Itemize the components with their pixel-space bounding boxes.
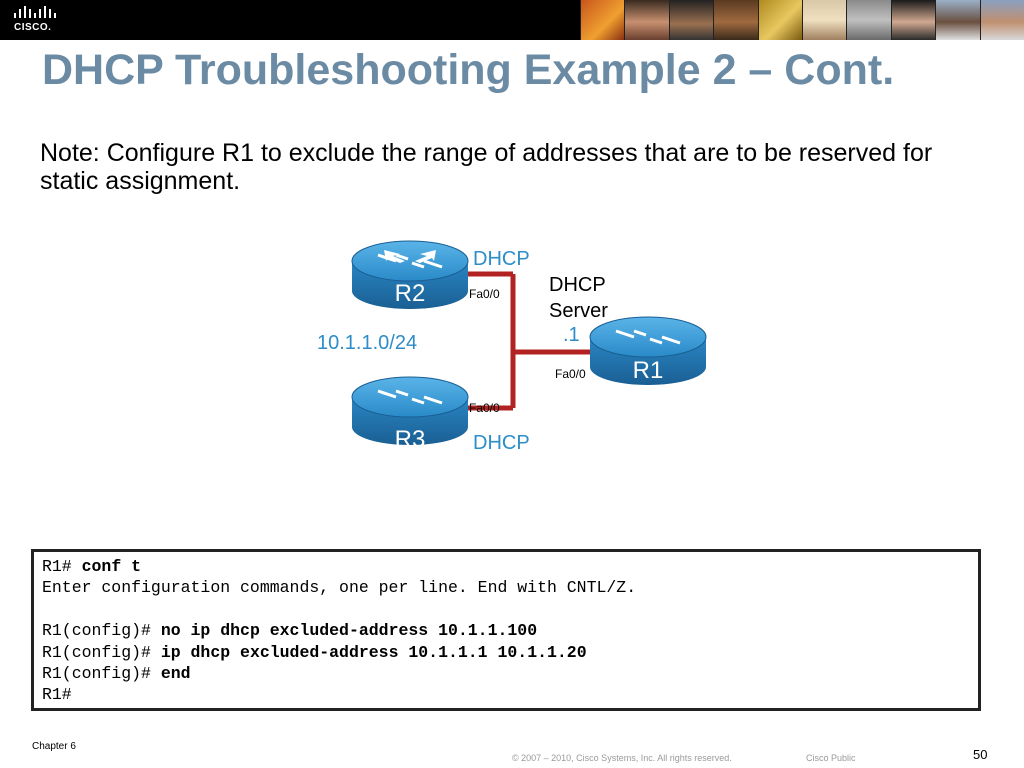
r3-interface-label: Fa0/0 xyxy=(469,401,500,415)
router-r2-icon[interactable] xyxy=(351,240,469,309)
photo-strip xyxy=(580,0,1024,40)
photo-image xyxy=(935,0,980,40)
r2-interface-label: Fa0/0 xyxy=(469,287,500,301)
photo-image xyxy=(802,0,847,40)
photo-image xyxy=(624,0,669,40)
page-number: 50 xyxy=(973,747,988,762)
cli-output-box: R1# conf t Enter configuration commands,… xyxy=(31,549,981,711)
code-line: R1(config)# end xyxy=(42,663,191,683)
r1-ip-label: .1 xyxy=(563,324,580,346)
r3-label: R3 xyxy=(395,426,426,453)
network-diagram: R2 DHCP Fa0/0 10.1.1.0/24 R3 Fa0/0 DHCP … xyxy=(317,240,707,454)
code-line: Enter configuration commands, one per li… xyxy=(42,578,637,598)
footer-copyright: © 2007 – 2010, Cisco Systems, Inc. All r… xyxy=(512,753,732,763)
code-line: R1# xyxy=(42,685,72,705)
note-text: Note: Configure R1 to exclude the range … xyxy=(40,139,933,195)
r2-label: R2 xyxy=(395,280,426,307)
r3-dhcp-label: DHCP xyxy=(473,432,530,454)
network-label: 10.1.1.0/24 xyxy=(317,332,417,354)
r2-dhcp-label: DHCP xyxy=(473,248,530,270)
photo-image xyxy=(846,0,891,40)
code-line xyxy=(42,599,978,620)
footer-classification: Cisco Public xyxy=(806,753,856,763)
slide-title: DHCP Troubleshooting Example 2 – Cont. xyxy=(42,46,895,94)
dhcp-server-label-line2: Server xyxy=(549,300,608,322)
top-banner: CISCO. xyxy=(0,0,1024,40)
photo-image xyxy=(580,0,625,40)
photo-image xyxy=(713,0,758,40)
cisco-logo-text: CISCO. xyxy=(14,22,52,33)
cisco-bars-icon xyxy=(14,6,56,18)
router-r1-icon[interactable] xyxy=(589,316,707,385)
code-line: R1(config)# ip dhcp excluded-address 10.… xyxy=(42,642,587,662)
network-links xyxy=(468,271,590,411)
router-r3-icon[interactable] xyxy=(351,376,469,445)
photo-image xyxy=(668,0,714,40)
cisco-logo: CISCO. xyxy=(12,6,58,34)
photo-image xyxy=(757,0,803,40)
photo-image xyxy=(890,0,936,40)
photo-image xyxy=(979,0,1024,40)
dhcp-server-label: DHCP xyxy=(549,274,606,296)
code-line: R1(config)# no ip dhcp excluded-address … xyxy=(42,621,538,641)
r1-interface-label: Fa0/0 xyxy=(555,367,586,381)
footer-chapter: Chapter 6 xyxy=(32,741,76,752)
code-line: R1# conf t xyxy=(42,557,142,576)
r1-label: R1 xyxy=(633,357,664,384)
